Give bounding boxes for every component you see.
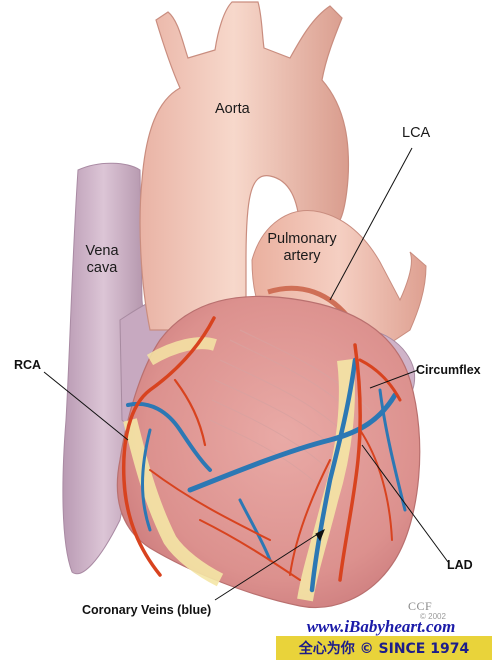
vena-cava-label: Vena cava	[78, 243, 126, 276]
circumflex-label: Circumflex	[416, 363, 481, 377]
circumflex-leader	[369, 369, 419, 389]
pulmonary-artery-label-line2: artery	[283, 247, 321, 264]
watermark-band	[276, 636, 492, 660]
ccf-year: © 2002	[420, 612, 446, 621]
lad-leader	[361, 444, 449, 563]
watermark-slogan: 全心为你 © SINCE 1974	[298, 641, 470, 657]
pulmonary-artery-label-line1: Pulmonary	[267, 231, 337, 247]
rca-label: RCA	[14, 358, 42, 372]
label-leader-lines	[43, 147, 449, 601]
coronary-veins-label: Coronary Veins (blue)	[82, 603, 212, 617]
coronary-arteries	[121, 316, 402, 582]
pulmonary-artery-label: Pulmonary artery	[262, 231, 342, 264]
veins-arrowhead	[315, 528, 325, 542]
heart-ventricles	[116, 295, 421, 609]
veins-leader	[214, 529, 325, 601]
watermark-url: www.iBabyheart.com	[306, 617, 456, 636]
rca-leader	[43, 371, 129, 441]
lca-label: LCA	[402, 125, 431, 141]
lca-leader	[329, 147, 413, 301]
vena-cava-label-line2: cava	[86, 259, 118, 276]
aorta-label: Aorta	[215, 101, 250, 117]
ccf-credit: CCF	[408, 599, 433, 613]
coronary-veins	[126, 357, 407, 593]
lad-label: LAD	[447, 558, 473, 572]
vena-cava-label-line1: Vena	[85, 243, 119, 259]
aorta	[139, 1, 350, 331]
